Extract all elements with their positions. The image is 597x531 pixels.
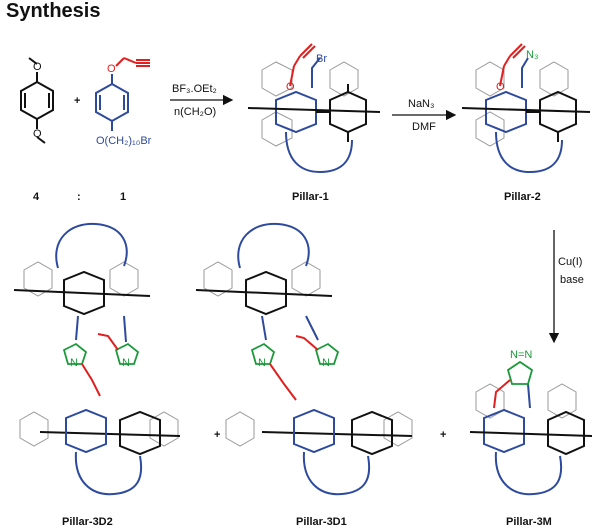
atom-o-pillar2: O [496,81,505,93]
atom-o-bottom-4: O [33,128,42,140]
pillar-3d2-structure: N N [13,222,181,496]
pillar-3m-label: Pillar-3M [506,516,552,528]
ratio-separator: : [77,191,81,203]
propargyl-group-1 [115,57,150,67]
atom-o-pillar1: O [286,81,295,93]
atom-o-propargyl-1: O [107,63,116,75]
compound-4-structure [20,57,54,144]
compound-1-structure [95,74,129,131]
step3-reagent-1: Cu(I) [558,256,582,268]
triazole-n-3d2-a: N [70,357,78,369]
pillar-1-label: Pillar-1 [292,191,329,203]
pillar-2-structure: O N₃ [461,43,591,174]
pillar-3d1-structure: N N [195,222,413,496]
plus-sign-1: + [74,95,80,107]
triazole-nn-3m: N=N [510,349,532,361]
compound-4-label: 4 [33,191,40,203]
pillar-3m-structure: N=N [469,349,593,496]
pillar-3d2-label: Pillar-3D2 [62,516,113,528]
step2-reagent-2: DMF [412,121,436,133]
compound-1-label: 1 [120,191,126,203]
atom-n3-pillar2: N₃ [526,49,538,61]
triazole-n-3d1-b: N [322,357,330,369]
atom-br-pillar1: Br [316,53,327,65]
atom-o-top-4: O [33,61,42,73]
step3-reagent-2: base [560,274,584,286]
triazole-n-3d1-a: N [258,357,266,369]
pillar-3d1-label: Pillar-3D1 [296,516,347,528]
pillar-2-label: Pillar-2 [504,191,541,203]
step1-reagent-2: n(CH₂O) [174,106,216,118]
substituent-1-text: O(CH₂)₁₀Br [96,135,152,147]
plus-sign-3: + [440,429,446,441]
triazole-n-3d2-b: N [122,357,130,369]
pillar-1-structure: O Br [247,43,381,174]
page-title: Synthesis [6,0,101,22]
step2-reagent-1: NaN₃ [408,98,435,110]
plus-sign-2: + [214,429,220,441]
step1-reagent-1: BF₃.OEt₂ [172,83,217,95]
